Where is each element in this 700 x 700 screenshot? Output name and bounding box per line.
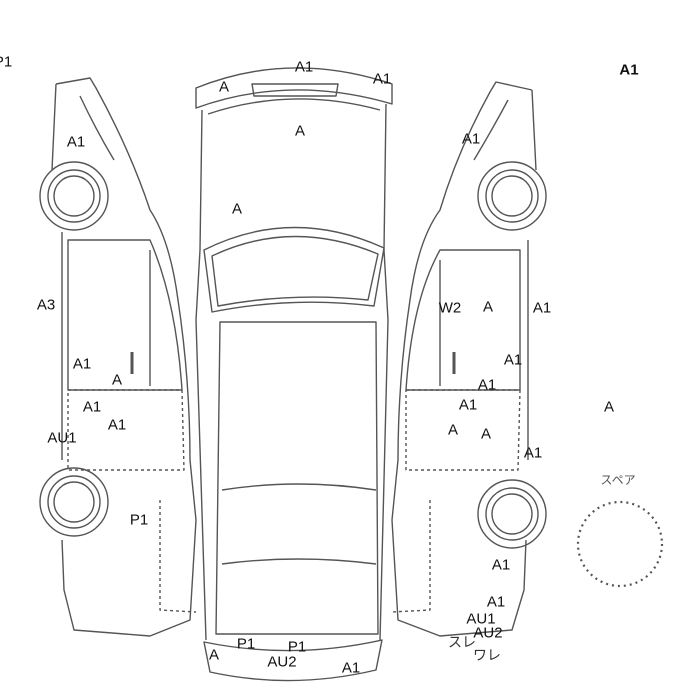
damage-label-rear-bumper-au2: AU2 bbox=[267, 653, 297, 671]
right-side-view-car bbox=[391, 81, 547, 637]
damage-label-right-bumper-2: AU1 bbox=[466, 610, 496, 628]
damage-label-right-bumper-1: A1 bbox=[486, 593, 506, 611]
damage-label-right-door-handle: A1 bbox=[503, 351, 523, 369]
damage-label-right-rear-door-3: A bbox=[447, 421, 459, 439]
damage-label-right-front-fender: A1 bbox=[461, 130, 481, 148]
damage-label-right-rear-door-2: A1 bbox=[458, 396, 478, 414]
damage-label-roof-top-right: A1 bbox=[372, 70, 392, 88]
damage-label-edge-left: P1 bbox=[0, 53, 13, 71]
top-view-car bbox=[195, 67, 393, 682]
spare-tire-label: スペア bbox=[600, 473, 636, 487]
damage-label-roof-top-center: A1 bbox=[294, 58, 314, 76]
damage-label-left-rear-wheel: P1 bbox=[129, 511, 149, 529]
damage-label-top-right-legend: A1 bbox=[619, 61, 639, 79]
left-side-view-car bbox=[39, 77, 197, 637]
damage-label-left-rocker: AU1 bbox=[47, 429, 77, 447]
damage-label-left-rear-door-2: A1 bbox=[107, 416, 127, 434]
damage-label-right-door-a: A bbox=[482, 298, 494, 316]
note-label-scratch: スレ bbox=[448, 634, 476, 650]
damage-label-right-quarter: A1 bbox=[491, 556, 511, 574]
note-label-crack: ワレ bbox=[473, 647, 501, 663]
damage-label-left-door-handle: A bbox=[111, 371, 123, 389]
damage-label-hood-center: A bbox=[294, 122, 306, 140]
spare-tire bbox=[576, 500, 664, 588]
damage-label-right-rear-door-1: A1 bbox=[477, 376, 497, 394]
damage-label-right-door-edge: A1 bbox=[532, 299, 552, 317]
damage-label-right-rear-door-4: A bbox=[480, 425, 492, 443]
damage-label-left-rear-door-1: A1 bbox=[82, 398, 102, 416]
damage-label-roof-top-left: A bbox=[218, 78, 230, 96]
damage-label-left-door-upper: A1 bbox=[72, 355, 92, 373]
damage-label-right-door-w2: W2 bbox=[438, 299, 462, 317]
damage-label-rear-bumper-left: A bbox=[208, 646, 220, 664]
damage-label-rear-bumper-p1b: P1 bbox=[287, 638, 307, 656]
damage-label-right-rocker: A1 bbox=[523, 444, 543, 462]
damage-label-rear-bumper-a1: A1 bbox=[341, 659, 361, 677]
damage-label-right-bumper-3: AU2 bbox=[473, 624, 503, 642]
damage-label-far-right: A bbox=[603, 398, 615, 416]
damage-label-left-front-door-edge: A3 bbox=[36, 296, 56, 314]
damage-label-windshield-left: A bbox=[231, 200, 243, 218]
damage-label-left-front-fender: A1 bbox=[66, 133, 86, 151]
damage-label-rear-bumper-p1a: P1 bbox=[236, 635, 256, 653]
